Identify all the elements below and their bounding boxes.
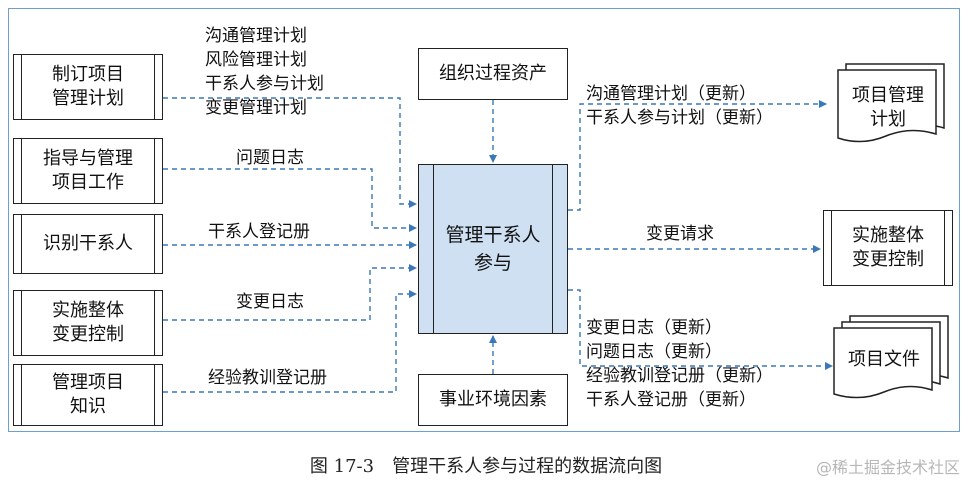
flow-label: 干系人登记册 <box>208 222 310 242</box>
input-label: 识别干系人 <box>43 233 133 254</box>
input-label: 实施整体 变更控制 <box>52 300 124 345</box>
input-box-change-control: 实施整体 变更控制 <box>13 290 163 356</box>
input-box-manage-knowledge: 管理项目 知识 <box>13 364 163 426</box>
output-doc-project-documents <box>833 315 949 399</box>
flow-label: 风险管理计划 <box>205 50 307 70</box>
process-box: 管理干系人 参与 <box>418 164 568 334</box>
input-label: 制订项目 管理计划 <box>52 64 124 109</box>
flow-label: 干系人参与计划 <box>205 74 324 94</box>
output-label: 项目文件 <box>848 349 920 370</box>
output-label: 实施整体 变更控制 <box>852 225 924 270</box>
output-doc-project-plan <box>837 63 945 143</box>
figure-caption: 图 17-3 管理干系人参与过程的数据流向图 <box>309 456 663 477</box>
input-box-direct-manage: 指导与管理 项目工作 <box>13 138 163 204</box>
flow-label: 变更日志 <box>236 292 304 312</box>
diagram-frame <box>8 8 960 432</box>
flow-label: 变更日志（更新） <box>586 318 722 338</box>
flow-label: 变更管理计划 <box>205 98 307 118</box>
flow-label: 经验教训登记册（更新） <box>586 366 773 386</box>
flow-label: 经验教训登记册 <box>208 368 327 388</box>
flow-label: 问题日志 <box>236 148 304 168</box>
flow-label: 干系人登记册（更新） <box>586 390 756 410</box>
input-box-org-process-assets: 组织过程资产 <box>418 48 568 100</box>
output-label: 项目管理 计划 <box>852 85 924 130</box>
watermark: @稀土掘金技术社区 <box>815 458 960 477</box>
output-box-change-control: 实施整体 变更控制 <box>823 210 953 286</box>
process-label: 管理干系人 参与 <box>445 224 541 274</box>
input-label: 事业环境因素 <box>439 389 547 410</box>
input-label: 管理项目 知识 <box>52 372 124 417</box>
input-box-identify-stakeholders: 识别干系人 <box>13 214 163 274</box>
input-box-develop-plan: 制订项目 管理计划 <box>13 54 163 120</box>
flow-label: 干系人参与计划（更新） <box>586 108 773 128</box>
flow-label: 变更请求 <box>646 224 714 244</box>
flow-label: 沟通管理计划（更新） <box>586 84 756 104</box>
flow-label: 沟通管理计划 <box>205 26 307 46</box>
flow-label: 问题日志（更新） <box>586 342 722 362</box>
input-label: 组织过程资产 <box>439 63 547 84</box>
input-box-enterprise-factors: 事业环境因素 <box>418 374 568 426</box>
input-label: 指导与管理 项目工作 <box>43 148 133 193</box>
